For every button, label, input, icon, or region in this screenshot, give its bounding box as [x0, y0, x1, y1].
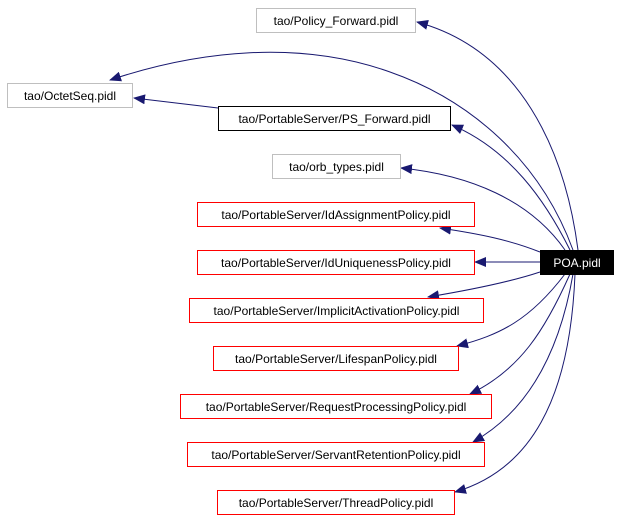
edge-poa-requestprocessing: [469, 273, 571, 395]
edge-poa-servantretention: [472, 273, 574, 443]
node-ps-forward[interactable]: tao/PortableServer/PS_Forward.pidl: [218, 106, 451, 131]
node-poa-root: POA.pidl: [540, 250, 614, 275]
node-orb-types[interactable]: tao/orb_types.pidl: [272, 154, 401, 179]
node-lifespan-policy[interactable]: tao/PortableServer/LifespanPolicy.pidl: [213, 346, 459, 371]
edge-poa-octetseq: [109, 51, 574, 251]
edge-poa-lifespan: [456, 273, 566, 349]
node-thread-policy[interactable]: tao/PortableServer/ThreadPolicy.pidl: [217, 490, 455, 515]
edge-poa-implicit: [427, 271, 541, 301]
edge-poa-idassignment: [439, 224, 541, 253]
edge-poa-ps-forward: [451, 124, 571, 251]
edge-poa-orb-types: [400, 164, 566, 251]
node-iduniqueness-policy[interactable]: tao/PortableServer/IdUniquenessPolicy.pi…: [197, 250, 475, 275]
edge-poa-policy-forward: [416, 20, 579, 251]
node-requestprocessing-policy[interactable]: tao/PortableServer/RequestProcessingPoli…: [180, 394, 492, 419]
node-policy-forward[interactable]: tao/Policy_Forward.pidl: [256, 8, 416, 33]
edge-poa-threadpolicy: [454, 273, 576, 494]
node-implicitactivation-policy[interactable]: tao/PortableServer/ImplicitActivationPol…: [189, 298, 484, 323]
node-octetseq[interactable]: tao/OctetSeq.pidl: [7, 83, 133, 108]
edge-psforward-octetseq: [133, 94, 219, 109]
node-servantretention-policy[interactable]: tao/PortableServer/ServantRetentionPolic…: [187, 442, 485, 467]
node-idassignment-policy[interactable]: tao/PortableServer/IdAssignmentPolicy.pi…: [197, 202, 475, 227]
